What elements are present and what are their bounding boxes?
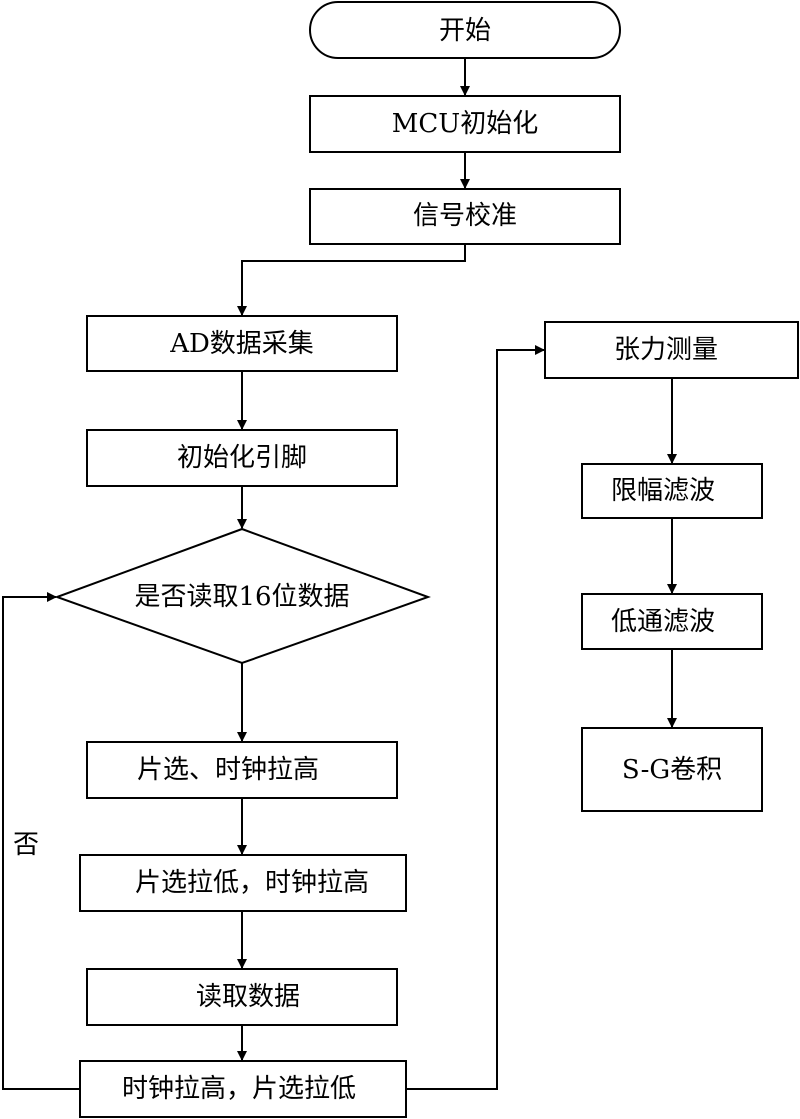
read-data-node: 读取数据 xyxy=(86,968,398,1026)
signal-calibration-label: 信号校准 xyxy=(413,201,517,231)
arrow-to-tension-measure xyxy=(406,345,545,1090)
mcu-init-node: MCU初始化 xyxy=(309,95,621,153)
limit-filter-node: 限幅滤波 xyxy=(581,463,763,519)
tension-measure-node: 张力测量 xyxy=(544,321,799,379)
lowpass-filter-label: 低通滤波 xyxy=(611,607,715,637)
tension-measure-label: 张力测量 xyxy=(614,335,718,365)
cs-clock-high-label: 片选、时钟拉高 xyxy=(137,755,319,785)
sg-convolution-node: S-G卷积 xyxy=(581,727,763,812)
signal-calibration-node: 信号校准 xyxy=(309,188,621,245)
decision-label: 是否读取16位数据 xyxy=(134,582,349,612)
clock-high-cs-low-node: 时钟拉高，片选拉低 xyxy=(79,1060,407,1118)
start-label: 开始 xyxy=(439,16,491,46)
read-data-label: 读取数据 xyxy=(196,982,300,1012)
mcu-init-label: MCU初始化 xyxy=(392,109,538,139)
start-node: 开始 xyxy=(309,1,621,59)
sg-convolution-label: S-G卷积 xyxy=(622,755,722,785)
init-pins-node: 初始化引脚 xyxy=(86,429,398,487)
loop-back-no-arrow xyxy=(2,592,80,1090)
cs-low-clock-high-label: 片选拉低，时钟拉高 xyxy=(135,868,369,898)
init-pins-label: 初始化引脚 xyxy=(177,443,307,473)
cs-clock-high-node: 片选、时钟拉高 xyxy=(86,741,398,799)
lowpass-filter-node: 低通滤波 xyxy=(581,593,763,650)
limit-filter-label: 限幅滤波 xyxy=(611,476,715,506)
clock-high-cs-low-label: 时钟拉高，片选拉低 xyxy=(122,1074,356,1104)
no-label: 否 xyxy=(13,830,39,860)
decision-node: 是否读取16位数据 xyxy=(54,527,431,665)
ad-acquisition-label: AD数据采集 xyxy=(169,329,314,359)
arrow-calibration-to-ad xyxy=(237,244,466,316)
cs-low-clock-high-node: 片选拉低，时钟拉高 xyxy=(79,854,407,912)
ad-acquisition-node: AD数据采集 xyxy=(86,315,398,372)
